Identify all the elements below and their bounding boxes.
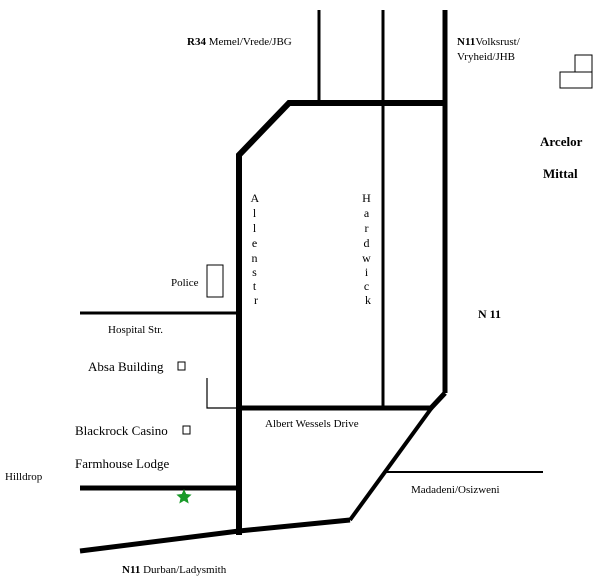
n11-south-label: N11 Durban/Ladysmith (122, 564, 227, 576)
blackrock-casino-icon (182, 425, 191, 435)
r34-label: R34 Memel/Vrede/JBG (187, 36, 292, 48)
allen-str-road (236, 100, 445, 535)
arcelor-label: Arcelor (540, 134, 583, 149)
police-building-icon (206, 264, 224, 298)
n11-south-road (79, 517, 351, 554)
madadeni-label: Madadeni/Osizweni (411, 484, 500, 496)
albert-wessels-label: Albert Wessels Drive (265, 418, 359, 430)
n11-east-road (348, 404, 435, 522)
blackrock-casino-label: Blackrock Casino (75, 423, 168, 438)
hospital-str-label: Hospital Str. (108, 324, 163, 336)
star-icon (176, 489, 192, 504)
absa-building-icon (177, 361, 186, 371)
farmhouse-lodge-label: Farmhouse Lodge (75, 456, 169, 471)
hardwick-label: H a r d w i c k (362, 191, 374, 307)
albert-wessels-road (239, 391, 447, 411)
mittal-label: Mittal (543, 166, 578, 181)
n11-east-label: N 11 (478, 307, 501, 321)
absa-building-label: Absa Building (88, 359, 164, 374)
police-label: Police (171, 277, 199, 289)
allen-str-label: A l l e n s t r (250, 191, 261, 307)
hilldrop-label: Hilldrop (5, 471, 43, 483)
side-lane (206, 378, 239, 409)
n11-north-label: N11Volksrust/ (457, 36, 521, 48)
n11-north-label-line2: Vryheid/JHB (457, 51, 515, 63)
